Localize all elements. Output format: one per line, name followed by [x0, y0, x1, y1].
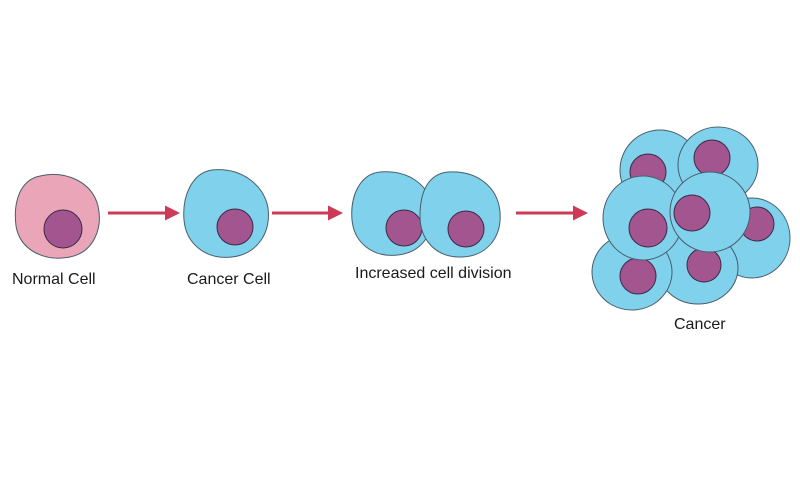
dividing-cell-left-nucleus: [385, 209, 423, 247]
label-increased-cell-division: Increased cell division: [355, 265, 512, 282]
dividing-cell-right-nucleus: [447, 210, 485, 248]
dividing-cells: [351, 171, 501, 258]
cluster-nucleus-bottom-middle: [686, 247, 722, 283]
cancer-cluster: [591, 126, 791, 311]
label-normal-cell: Normal Cell: [12, 271, 96, 288]
cluster-nucleus-bottom-left: [619, 257, 657, 295]
cluster-nucleus-center: [673, 194, 711, 232]
normal-cell: [14, 174, 100, 259]
normal-cell-nucleus: [43, 209, 83, 249]
cluster-nucleus-middle-left: [628, 208, 668, 248]
label-cancer-cell: Cancer Cell: [187, 271, 271, 288]
label-cancer: Cancer: [674, 316, 726, 333]
cancer-cell-nucleus: [216, 208, 254, 246]
cluster-nucleus-top-right: [693, 139, 731, 177]
cancer-cell: [183, 169, 269, 258]
